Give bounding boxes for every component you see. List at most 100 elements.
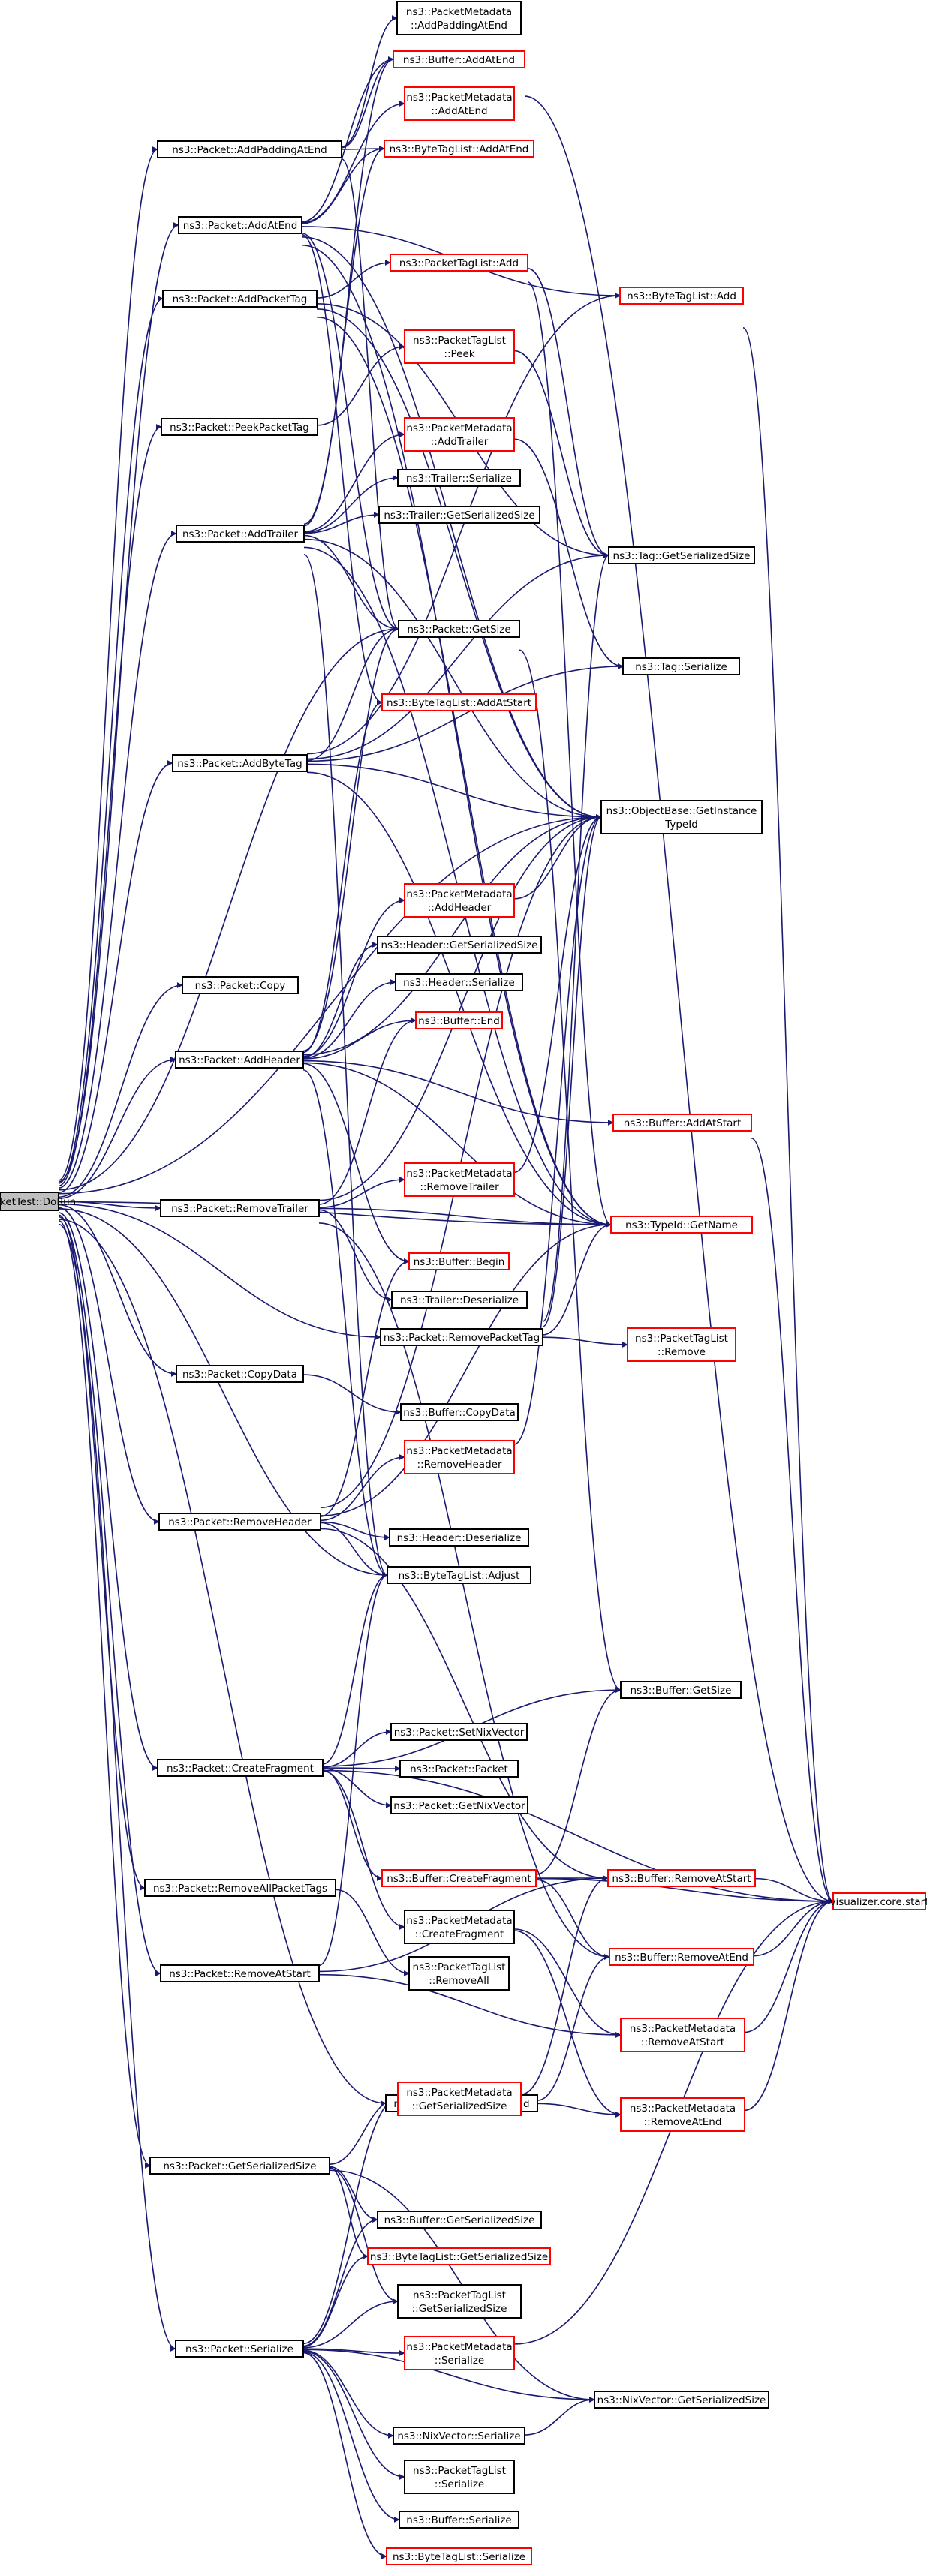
node-bufGetSize[interactable]: ns3::Buffer::GetSize [620, 1681, 742, 1699]
node-addAtEnd[interactable]: ns3::Packet::AddAtEnd [178, 216, 302, 234]
node-createFragment[interactable]: ns3::Packet::CreateFragment [157, 1759, 324, 1777]
node-box [160, 1199, 320, 1217]
node-btlAddAtStart[interactable]: ns3::ByteTagList::AddAtStart [381, 693, 537, 711]
node-copyData[interactable]: ns3::Packet::CopyData [176, 1365, 304, 1383]
node-headerGetSerializedSize[interactable]: ns3::Header::GetSerializedSize [377, 936, 542, 954]
edge-createFragment-to-packetCtor [322, 1765, 401, 1772]
node-btlAddAtEnd[interactable]: ns3::ByteTagList::AddAtEnd [384, 140, 534, 158]
node-nixSerialize[interactable]: ns3::NixVector::Serialize [393, 2427, 525, 2445]
node-label: ns3::Packet::AddAtEnd [183, 220, 298, 232]
node-box [378, 506, 540, 524]
edge-addHeader-to-typeIdGetName [302, 1062, 612, 1228]
node-trailerDeserialize[interactable]: ns3::Trailer::Deserialize [391, 1291, 528, 1309]
node-box [408, 1252, 510, 1270]
node-pmAddAtEnd[interactable]: ns3::PacketMetadata::AddAtEnd [404, 86, 515, 121]
node-peekPacketTag[interactable]: ns3::Packet::PeekPacketTag [161, 418, 318, 436]
node-btlGetSerializedSize[interactable]: ns3::ByteTagList::GetSerializedSize [367, 2247, 551, 2265]
node-label: ns3::Packet::AddPaddingAtEnd [172, 144, 327, 156]
node-nixGetSerializedSize[interactable]: ns3::NixVector::GetSerializedSize [594, 2391, 769, 2409]
node-bufEnd[interactable]: ns3::Buffer::End [415, 1011, 503, 1029]
node-pmCreateFragment[interactable]: ns3::PacketMetadata::CreateFragment [404, 1910, 515, 1944]
node-bufBegin[interactable]: ns3::Buffer::Begin [408, 1252, 510, 1270]
node-pmAddPaddingAtEnd[interactable]: ns3::PacketMetadata::AddPaddingAtEnd [396, 1, 522, 35]
node-label: ns3::Packet::AddHeader [179, 1054, 300, 1066]
node-bufGetSerializedSize[interactable]: ns3::Buffer::GetSerializedSize [377, 2211, 542, 2229]
node-serialize[interactable]: ns3::Packet::Serialize [175, 2340, 304, 2358]
node-box [377, 2211, 542, 2229]
node-tagGetSerializedSize[interactable]: ns3::Tag::GetSerializedSize [608, 546, 755, 564]
node-vizStart[interactable]: visualizer.core.start [829, 1892, 927, 1910]
node-ptlSerialize[interactable]: ns3::PacketTagList::Serialize [404, 2460, 515, 2494]
edge-removeHeader-to-bufBegin [320, 1258, 410, 1517]
edge-addHeader-to-headerGetSerializedSize [302, 942, 378, 1058]
node-root[interactable]: PacketTest::DoRun [0, 1192, 76, 1211]
node-removeHeader[interactable]: ns3::Packet::RemoveHeader [158, 1513, 321, 1531]
node-removeAtStart[interactable]: ns3::Packet::RemoveAtStart [160, 1964, 320, 1982]
node-setNixVector[interactable]: ns3::Packet::SetNixVector [390, 1723, 528, 1741]
node-label: ns3::Buffer::RemoveAtEnd [615, 1952, 748, 1964]
node-box [404, 2460, 515, 2494]
node-getSerializedSize[interactable]: ns3::Packet::GetSerializedSize [149, 2157, 330, 2175]
node-box [620, 2097, 745, 2132]
node-btlSerialize[interactable]: ns3::ByteTagList::Serialize [386, 2547, 532, 2565]
node-headerSerialize[interactable]: ns3::Header::Serialize [395, 973, 523, 991]
node-removePacketTag[interactable]: ns3::Packet::RemovePacketTag [380, 1328, 543, 1346]
node-pmRemoveAtEnd[interactable]: ns3::PacketMetadata::RemoveAtEnd [620, 2097, 745, 2132]
node-pmAddHeader[interactable]: ns3::PacketMetadata::AddHeader [404, 883, 515, 918]
node-copy[interactable]: ns3::Packet::Copy [182, 976, 299, 994]
node-label: ::Remove [658, 1346, 706, 1358]
edge-addPacketTag-to-objGetInstanceTypeId [316, 308, 602, 820]
edge-addAtEnd-to-pmAddAtEnd [301, 101, 405, 224]
node-typeIdGetName[interactable]: ns3::TypeId::GetName [610, 1216, 753, 1234]
node-bufCopyData[interactable]: ns3::Buffer::CopyData [400, 1403, 519, 1421]
node-pmGetSerializedSize[interactable]: ns3::PacketMetadata::GetSerializedSize [397, 2082, 522, 2116]
node-bufRemoveAtEnd[interactable]: ns3::Buffer::RemoveAtEnd [609, 1948, 754, 1966]
node-btlAdd[interactable]: ns3::ByteTagList::Add [619, 287, 744, 305]
node-pmRemoveAtStart[interactable]: ns3::PacketMetadata::RemoveAtStart [620, 2018, 745, 2052]
node-ptlRemove[interactable]: ns3::PacketTagList::Remove [627, 1327, 736, 1362]
node-addPaddingAtEnd[interactable]: ns3::Packet::AddPaddingAtEnd [157, 140, 342, 158]
node-bufAddAtEnd[interactable]: ns3::Buffer::AddAtEnd [393, 50, 525, 68]
node-label: ::RemoveAtStart [641, 2036, 724, 2048]
node-removeAllPacketTags[interactable]: ns3::Packet::RemoveAllPacketTags [144, 1879, 336, 1897]
node-pmRemoveTrailer[interactable]: ns3::PacketMetadata::RemoveTrailer [404, 1162, 515, 1197]
edge-root-to-addPacketTag [58, 296, 164, 1184]
node-addByteTag[interactable]: ns3::Packet::AddByteTag [172, 754, 308, 772]
edge-pmCreateFragment-to-pmRemoveAtEnd [513, 1930, 622, 2118]
node-label: ::RemoveHeader [417, 1459, 501, 1471]
node-trailerGetSerializedSize[interactable]: ns3::Trailer::GetSerializedSize [378, 506, 540, 524]
node-ptlPeek[interactable]: ns3::PacketTagList::Peek [404, 329, 515, 364]
node-box [622, 657, 740, 675]
edge-root-to-copyData [58, 1204, 177, 1377]
node-pmSerialize[interactable]: ns3::PacketMetadata::Serialize [404, 2336, 515, 2370]
node-label: ns3::Buffer::Begin [414, 1256, 505, 1268]
edge-addHeader-to-pmAddHeader [302, 897, 405, 1057]
node-getSize[interactable]: ns3::Packet::GetSize [398, 620, 520, 638]
node-ptlRemoveAll[interactable]: ns3::PacketTagList::RemoveAll [408, 1956, 510, 1991]
node-tagSerialize[interactable]: ns3::Tag::Serialize [622, 657, 740, 675]
node-ptlGetSerializedSize[interactable]: ns3::PacketTagList::GetSerializedSize [397, 2284, 522, 2319]
node-bufAddAtStart[interactable]: ns3::Buffer::AddAtStart [612, 1114, 752, 1132]
node-pmRemoveHeader[interactable]: ns3::PacketMetadata::RemoveHeader [404, 1440, 515, 1474]
node-trailerSerialize[interactable]: ns3::Trailer::Serialize [397, 469, 521, 487]
node-label: ns3::Trailer::Serialize [406, 473, 512, 485]
node-box [398, 620, 520, 638]
node-label: ns3::Packet::SetNixVector [394, 1727, 525, 1739]
node-addTrailer[interactable]: ns3::Packet::AddTrailer [176, 525, 305, 543]
node-headerDeserialize[interactable]: ns3::Header::Deserialize [389, 1528, 529, 1547]
node-bufRemoveAtStart[interactable]: ns3::Buffer::RemoveAtStart [607, 1869, 756, 1887]
node-btlAdjust[interactable]: ns3::ByteTagList::Adjust [387, 1566, 531, 1584]
node-addPacketTag[interactable]: ns3::Packet::AddPacketTag [162, 290, 318, 308]
node-removeTrailer[interactable]: ns3::Packet::RemoveTrailer [160, 1199, 320, 1217]
edge-root-to-removePacketTag [58, 1203, 381, 1340]
node-box [404, 883, 515, 918]
node-bufSerialize[interactable]: ns3::Buffer::Serialize [399, 2511, 519, 2529]
node-ptlAdd[interactable]: ns3::PacketTagList::Add [390, 254, 528, 272]
node-bufCreateFragment[interactable]: ns3::Buffer::CreateFragment [381, 1869, 537, 1887]
node-packetCtor[interactable]: ns3::Packet::Packet [399, 1760, 519, 1778]
node-pmAddTrailer[interactable]: ns3::PacketMetadata::AddTrailer [404, 417, 515, 452]
node-label: ns3::Buffer::CreateFragment [387, 1873, 531, 1885]
node-getNixVector[interactable]: ns3::Packet::GetNixVector [390, 1796, 528, 1814]
node-addHeader[interactable]: ns3::Packet::AddHeader [175, 1051, 304, 1069]
